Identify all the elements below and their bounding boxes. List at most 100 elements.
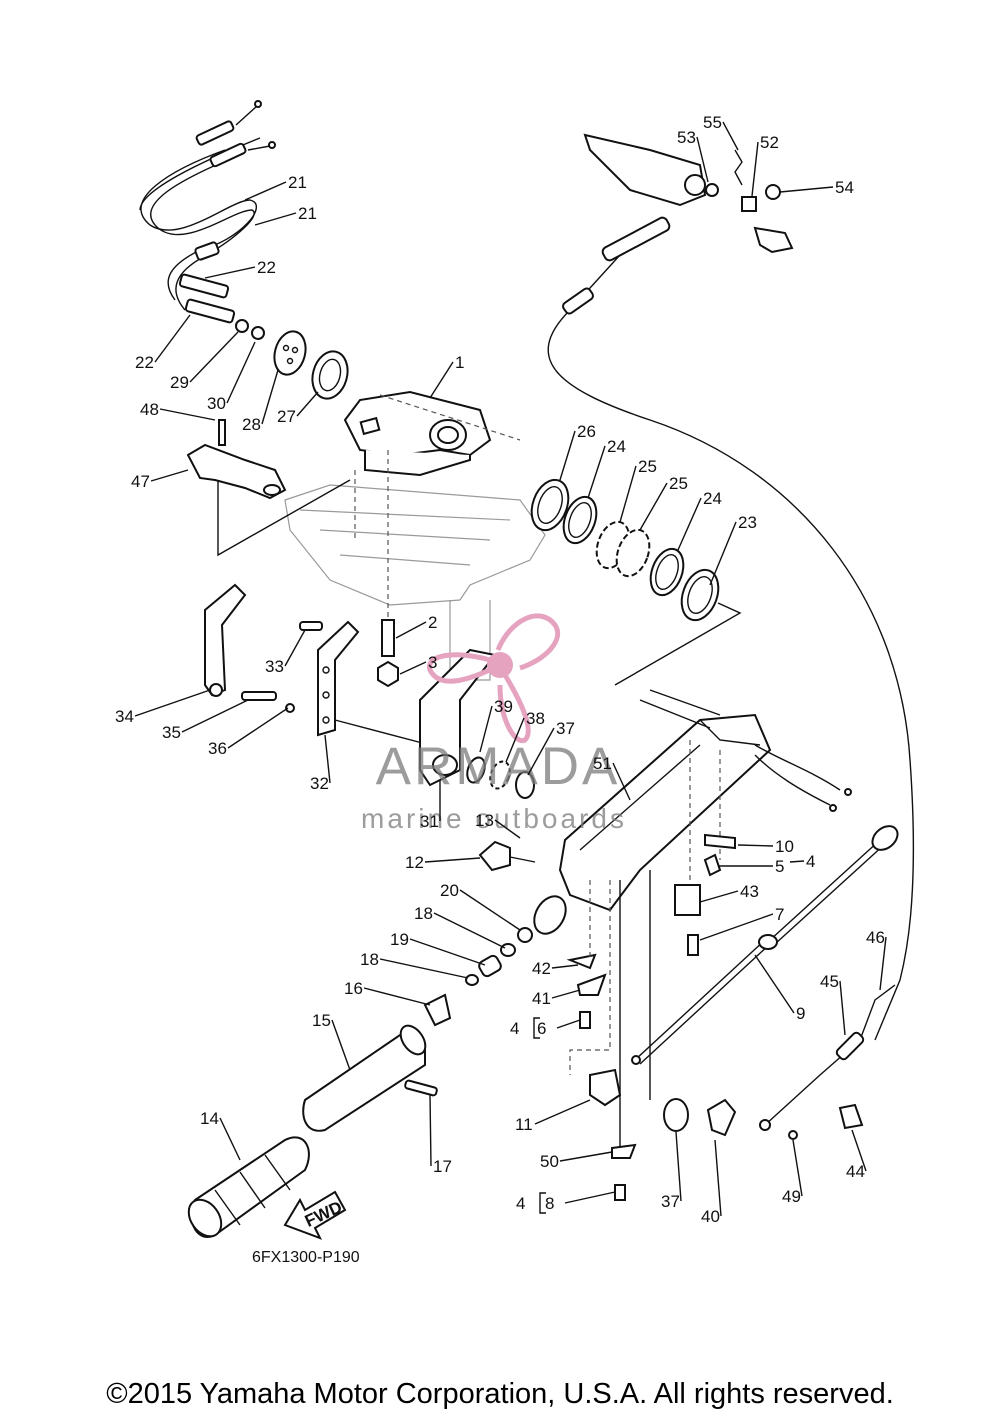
callout-8: 8 xyxy=(545,1194,554,1213)
nut xyxy=(377,660,399,688)
leader-line xyxy=(754,954,795,1014)
leader-line xyxy=(226,341,256,404)
bracket-groups: 4 4 xyxy=(510,1017,546,1214)
leader-line xyxy=(714,1139,722,1217)
callout-44: 44 xyxy=(846,1162,865,1181)
callout-4: 4 xyxy=(806,852,815,871)
leader-line xyxy=(150,469,189,482)
callout-26: 26 xyxy=(577,422,596,441)
callout-32: 32 xyxy=(310,774,329,793)
leader-line xyxy=(189,331,239,383)
callout-53: 53 xyxy=(677,128,696,147)
leader-line xyxy=(395,621,427,639)
callout-33: 33 xyxy=(265,657,284,676)
callout-31: 31 xyxy=(420,812,439,831)
watermark: ARMADA marine outboards xyxy=(361,613,627,834)
stud xyxy=(381,619,395,657)
leader-line xyxy=(363,987,431,1006)
leader-line xyxy=(459,889,521,931)
callout-19: 19 xyxy=(390,930,409,949)
callout-24: 24 xyxy=(607,437,626,456)
steering-cable xyxy=(631,825,899,1065)
callout-35: 35 xyxy=(162,723,181,742)
leader-line xyxy=(399,661,427,675)
callout-18: 18 xyxy=(414,904,433,923)
leader-line xyxy=(587,445,606,499)
leader-line xyxy=(154,314,191,363)
leader-line xyxy=(433,912,506,949)
leader-line xyxy=(159,408,216,421)
callout-2: 2 xyxy=(428,613,437,632)
callout-22: 22 xyxy=(135,353,154,372)
steering-bracket xyxy=(343,390,521,477)
callout-9: 9 xyxy=(796,1004,805,1023)
callout-10: 10 xyxy=(775,837,794,856)
watermark-tagline: marine outboards xyxy=(361,803,627,834)
leader-line xyxy=(699,890,739,903)
callout-34: 34 xyxy=(115,707,134,726)
callout-21: 21 xyxy=(288,173,307,192)
leader-line xyxy=(879,936,887,991)
leader-line xyxy=(227,707,289,749)
washer-stack xyxy=(530,478,742,686)
leader-line xyxy=(639,482,668,531)
leader-line xyxy=(559,1151,613,1162)
long-cable xyxy=(547,254,915,1041)
callout-23: 23 xyxy=(738,513,757,532)
leader-line xyxy=(479,705,493,753)
callout-49: 49 xyxy=(782,1187,801,1206)
leader-line xyxy=(324,734,331,784)
callout-42: 42 xyxy=(532,959,551,978)
leader-line xyxy=(722,121,739,151)
bracket-prefix: 4 xyxy=(510,1019,519,1038)
forward-arrow: FWD xyxy=(283,1190,347,1240)
callout-30: 30 xyxy=(207,394,226,413)
callout-27: 27 xyxy=(277,407,296,426)
callout-labels: 1234567891011121314151617181819202121222… xyxy=(115,113,885,1226)
link-arms xyxy=(204,583,431,746)
callout-55: 55 xyxy=(703,113,722,132)
callout-45: 45 xyxy=(820,972,839,991)
watermark-logo-hub xyxy=(487,652,513,678)
leader-line xyxy=(505,717,525,763)
callout-29: 29 xyxy=(170,373,189,392)
copyright-notice: ©2015 Yamaha Motor Corporation, U.S.A. A… xyxy=(106,1378,894,1410)
callout-41: 41 xyxy=(532,989,551,1008)
friction-knob xyxy=(478,840,511,872)
stop-switch-cable xyxy=(759,984,896,1140)
callout-16: 16 xyxy=(344,979,363,998)
leader-line xyxy=(494,819,521,839)
leader-line xyxy=(284,629,306,667)
callout-7: 7 xyxy=(775,905,784,924)
friction-washers xyxy=(235,319,349,400)
switch-brackets xyxy=(566,833,737,1201)
leader-line xyxy=(677,497,702,551)
leader-line xyxy=(331,1019,351,1071)
leader-line xyxy=(612,762,631,801)
leader-line xyxy=(429,1094,432,1167)
throttle-cables xyxy=(139,100,276,324)
callout-18: 18 xyxy=(360,950,379,969)
leader-line xyxy=(204,266,256,279)
callout-5: 5 xyxy=(775,857,784,876)
callout-22: 22 xyxy=(257,258,276,277)
leader-line xyxy=(409,938,486,966)
callout-20: 20 xyxy=(440,881,459,900)
callout-1: 1 xyxy=(455,353,464,372)
callout-14: 14 xyxy=(200,1109,219,1128)
leader-line xyxy=(737,844,774,847)
callout-13: 13 xyxy=(475,811,494,830)
callout-6: 6 xyxy=(537,1019,546,1038)
leader-line xyxy=(556,1019,581,1029)
leader-line xyxy=(851,1129,867,1172)
leader-line xyxy=(261,369,279,425)
leader-line xyxy=(839,980,846,1036)
callout-51: 51 xyxy=(593,754,612,773)
leader-line xyxy=(709,521,737,586)
callout-54: 54 xyxy=(835,178,854,197)
leader-line xyxy=(779,186,834,193)
part-code: 6FX1300-P190 xyxy=(252,1249,360,1266)
leader-lines xyxy=(134,121,887,1217)
leader-line xyxy=(751,141,759,197)
leader-line xyxy=(527,727,555,776)
